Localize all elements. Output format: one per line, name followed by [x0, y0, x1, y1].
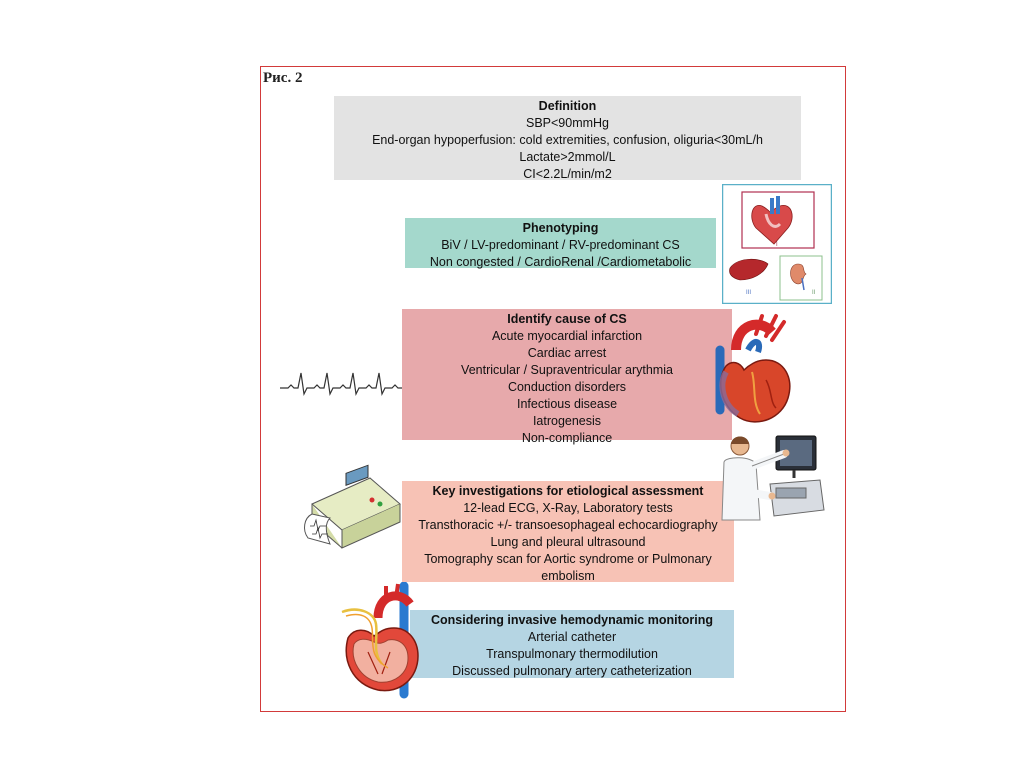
doctor-ultrasound-icon [721, 435, 825, 521]
cause-line: Infectious disease [516, 397, 618, 411]
cause-line: Acute myocardial infarction [491, 329, 643, 343]
definition-line: End-organ hypoperfusion: cold extremitie… [372, 133, 763, 147]
definition-line: CI<2.2L/min/m2 [523, 167, 612, 181]
phenotyping-line: BiV / LV-predominant / RV-predominant CS [441, 238, 680, 252]
cause-title: Identify cause of CS [507, 312, 627, 326]
monitoring-line: Discussed pulmonary artery catheterizati… [452, 664, 692, 678]
cause-line: Conduction disorders [507, 380, 627, 394]
definition-line: Lactate>2mmol/L [519, 150, 616, 164]
heart-icon [715, 314, 791, 423]
phenotyping-title: Phenotyping [522, 221, 599, 235]
heart-catheter-icon [341, 582, 419, 699]
definition-box: Definition SBP<90mmHg End-organ hypoperf… [334, 96, 801, 181]
organs-panel-icon: I III II [722, 184, 832, 304]
cause-line: Ventricular / Supraventricular arythmia [461, 363, 673, 377]
investigations-box: Key investigations for etiological asses… [402, 481, 734, 583]
ecg-machine-icon [304, 464, 401, 549]
monitoring-box: Considering invasive hemodynamic monitor… [410, 610, 734, 678]
investigations-line: Lung and pleural ultrasound [490, 535, 646, 549]
definition-title: Definition [538, 99, 597, 113]
monitoring-line: Arterial catheter [527, 630, 617, 644]
panel-label: III [746, 290, 751, 296]
investigations-line: 12-lead ECG, X-Ray, Laboratory tests [463, 501, 673, 515]
investigations-line: embolism [541, 569, 595, 583]
investigations-title: Key investigations for etiological asses… [432, 484, 704, 498]
panel-label: I [776, 242, 778, 248]
cause-line: Iatrogenesis [532, 414, 602, 428]
ecg-strip-icon [280, 372, 404, 396]
figure-label: Рис. 2 [263, 70, 303, 86]
cause-box: Identify cause of CS Acute myocardial in… [402, 309, 732, 445]
phenotyping-line: Non congested / CardioRenal /Cardiometab… [429, 255, 692, 269]
cause-line: Non-compliance [521, 431, 613, 445]
panel-label: II [812, 290, 816, 296]
investigations-line: Transthoracic +/- transoesophageal echoc… [418, 518, 718, 532]
definition-line: SBP<90mmHg [525, 116, 610, 130]
phenotyping-box: Phenotyping BiV / LV-predominant / RV-pr… [405, 218, 716, 269]
monitoring-line: Transpulmonary thermodilution [486, 647, 658, 661]
monitoring-title: Considering invasive hemodynamic monitor… [431, 613, 713, 627]
investigations-line: Tomography scan for Aortic syndrome or P… [424, 552, 712, 566]
cause-line: Cardiac arrest [527, 346, 607, 360]
